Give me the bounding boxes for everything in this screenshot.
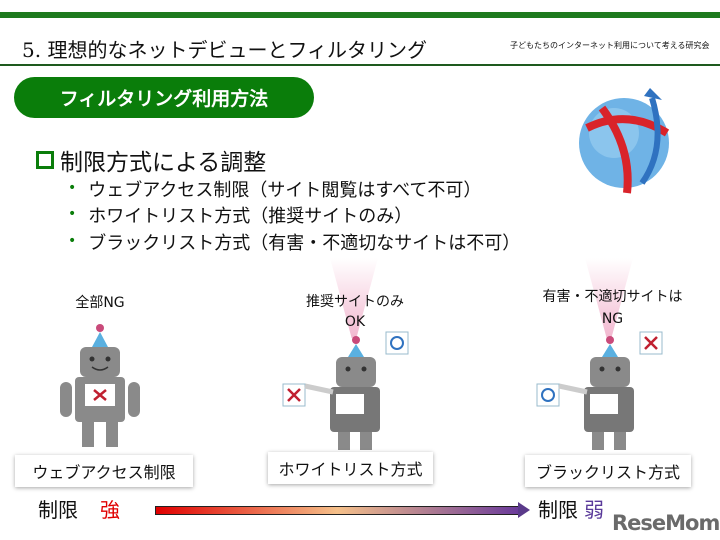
arrow-head-icon [518, 502, 530, 518]
globe-icon [579, 88, 670, 194]
label-whitelist: ホワイトリスト方式 [268, 452, 433, 484]
section-pill: フィルタリング利用方法 [14, 77, 314, 118]
caption-blacklist: 有害・不適切サイトは NG [525, 286, 700, 330]
bullet-item: •ホワイトリスト方式（推奨サイトのみ） [68, 202, 412, 228]
bullet-text: ホワイトリスト方式（推奨サイトのみ） [88, 206, 413, 227]
label-blacklist: ブラックリスト方式 [525, 455, 691, 487]
bullet-text: ブラックリスト方式（有害・不適切なサイトは不可） [88, 233, 521, 254]
scale-right-prefix: 制限 [538, 498, 578, 522]
scale-left-prefix: 制限 [38, 498, 78, 522]
header-divider [0, 64, 720, 66]
caption-whitelist: 推奨サイトのみ OK [285, 292, 425, 332]
robot-whitelist-icon [282, 331, 409, 450]
resemom-watermark: ReseMom [612, 511, 720, 535]
top-accent-bar [0, 12, 720, 18]
bullet-item: •ブラックリスト方式（有害・不適切なサイトは不可） [68, 229, 520, 255]
robot-web-access-icon [60, 324, 140, 447]
heading: 制限方式による調整 [36, 143, 266, 177]
organization-name: 子どもたちのインターネット利用について考える研究会 [510, 41, 710, 50]
bullet-item: •ウェブアクセス制限（サイト閲覧はすべて不可） [68, 176, 481, 202]
bullet-text: ウェブアクセス制限（サイト閲覧はすべて不可） [88, 180, 482, 201]
slide-title: 5. 理想的なネットデビューとフィルタリング [22, 38, 428, 62]
label-web-access: ウェブアクセス制限 [15, 455, 193, 487]
caption-web-access: 全部NG [75, 295, 125, 311]
restriction-gradient-arrow [155, 506, 520, 515]
heading-text: 制限方式による調整 [60, 150, 267, 176]
robot-blacklist-icon [536, 331, 663, 450]
caption-line: 有害・不適切サイトは [542, 289, 683, 305]
checkbox-bullet-icon [36, 151, 54, 169]
scale-strong: 強 [100, 498, 120, 522]
scale-weak: 弱 [584, 498, 604, 522]
caption-line: OK [344, 314, 366, 330]
caption-line: NG [601, 311, 624, 327]
caption-line: 推奨サイトのみ [306, 294, 404, 310]
